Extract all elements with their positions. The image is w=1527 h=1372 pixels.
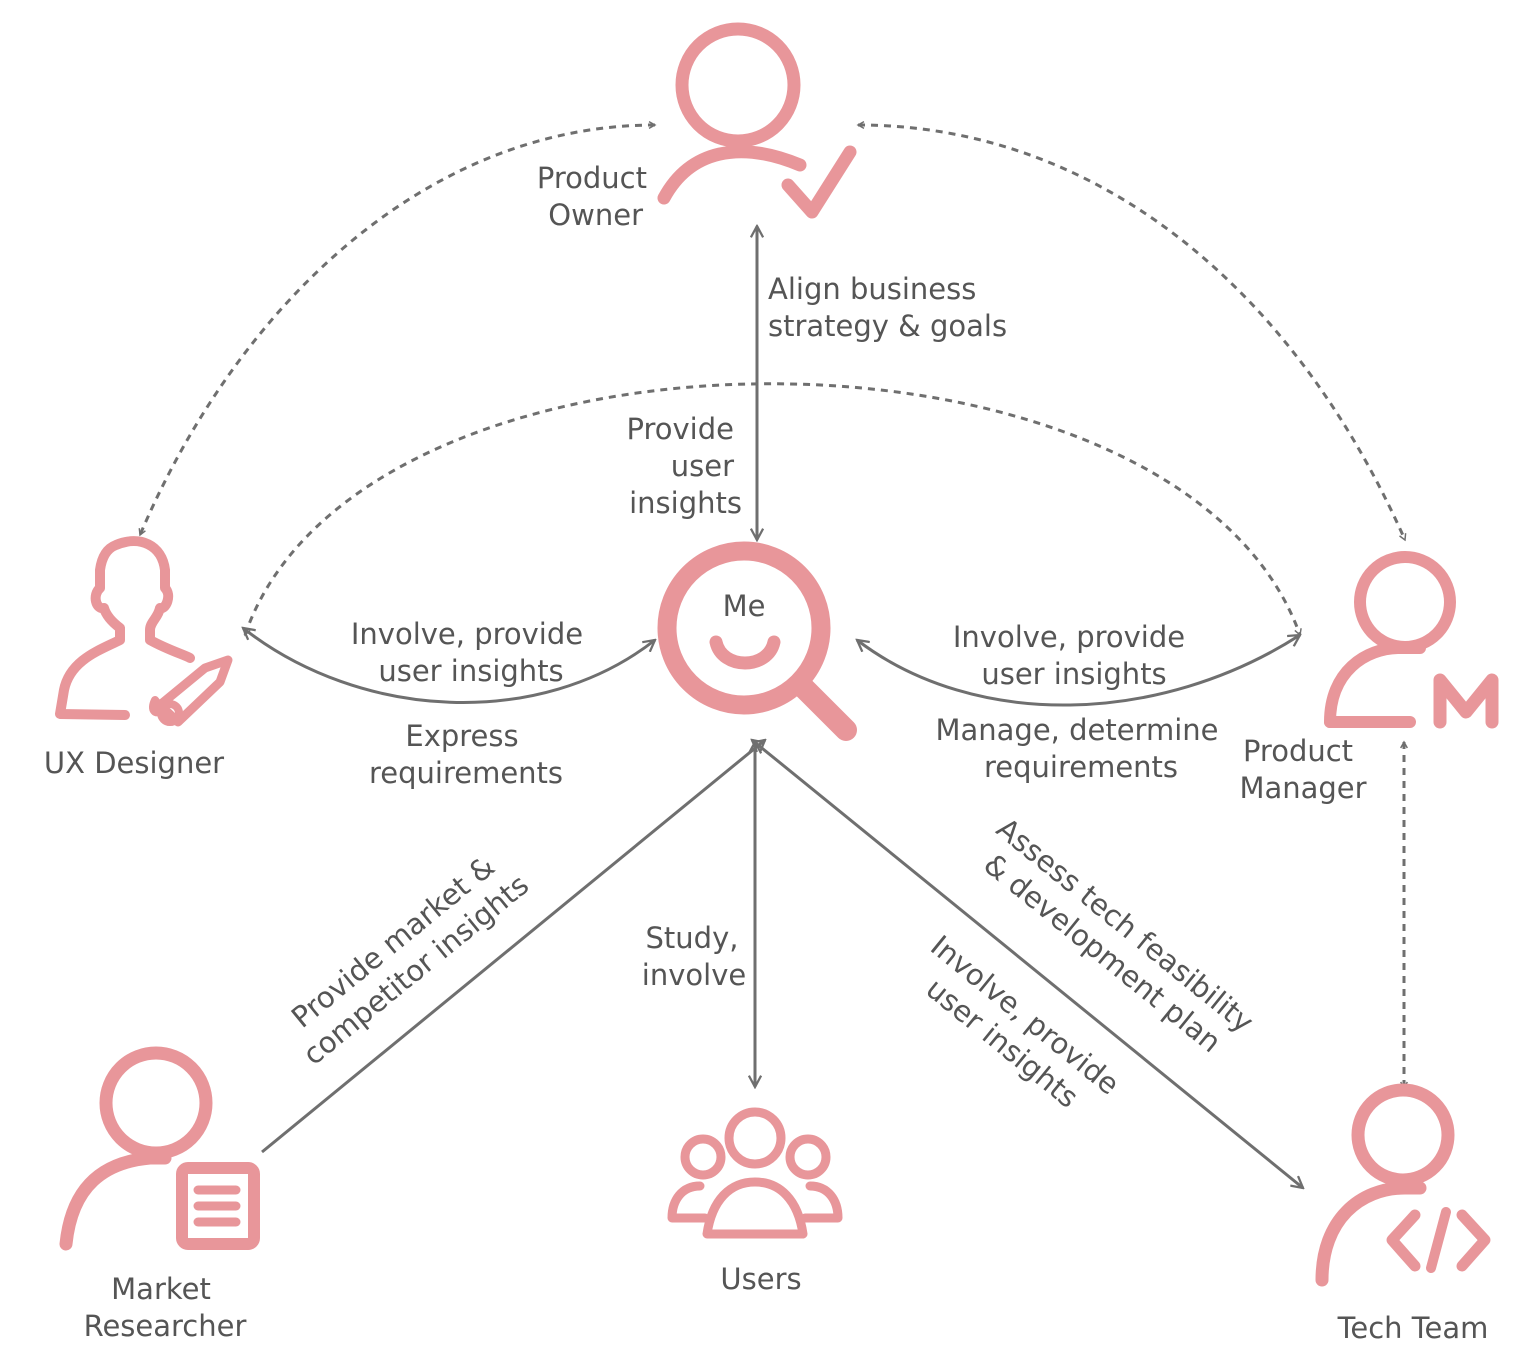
arrow-me-pm	[857, 635, 1300, 707]
arrow-market-me	[261, 740, 765, 1154]
arrow-me-tech	[752, 740, 1303, 1188]
arrow-ux-me	[243, 628, 655, 704]
edge-label-ux-to-me-2: user insights	[378, 654, 563, 688]
edge-label-ux-from-me-2: requirements	[369, 756, 563, 790]
edge-label-ux-to-me-1: Involve, provide	[351, 617, 583, 651]
ux-designer-label: UX Designer	[44, 746, 224, 780]
edge-label-owner-me-2: strategy & goals	[768, 309, 1007, 343]
group-icon	[667, 1107, 843, 1239]
edge-label-pm-from-me-2: requirements	[984, 750, 1178, 784]
user-document-icon	[59, 1046, 260, 1251]
product-manager-label-1: Product	[1243, 734, 1353, 768]
edge-label-arc-insights-1: Provide	[627, 412, 734, 446]
product-owner-label-1: Product	[537, 161, 647, 195]
market-researcher-label-1: Market	[111, 1272, 211, 1306]
edge-label-ux-from-me-1: Express	[405, 719, 518, 753]
edge-label-arc-insights-2: user	[671, 449, 734, 483]
edge-label-owner-me-1: Align business	[768, 272, 976, 306]
edge-label-me-users-1: Study,	[646, 921, 739, 955]
edge-label-me-users-2: involve	[642, 958, 746, 992]
arrow-owner-ux	[140, 125, 655, 535]
users-label: Users	[720, 1262, 801, 1296]
edge-label-pm-from-me-1: Manage, determine	[935, 713, 1218, 747]
edge-label-arc-insights-3: insights	[629, 486, 742, 520]
edge-label-pm-to-me-2: user insights	[981, 657, 1166, 691]
user-check-icon	[657, 22, 857, 219]
product-owner-label-2: Owner	[548, 198, 643, 232]
user-m-icon	[1324, 551, 1499, 729]
me-label: Me	[723, 589, 766, 623]
arrow-ux-pm-arc	[245, 382, 1300, 635]
market-researcher-label-2: Researcher	[84, 1309, 247, 1343]
tech-team-label: Tech Team	[1337, 1311, 1489, 1345]
product-manager-label-2: Manager	[1239, 771, 1366, 805]
user-brush-icon	[55, 536, 233, 727]
magnifier-smile-icon	[657, 541, 857, 741]
arrow-owner-pm	[858, 125, 1407, 540]
user-code-icon	[1315, 1083, 1491, 1287]
edge-label-pm-to-me-1: Involve, provide	[953, 620, 1185, 654]
